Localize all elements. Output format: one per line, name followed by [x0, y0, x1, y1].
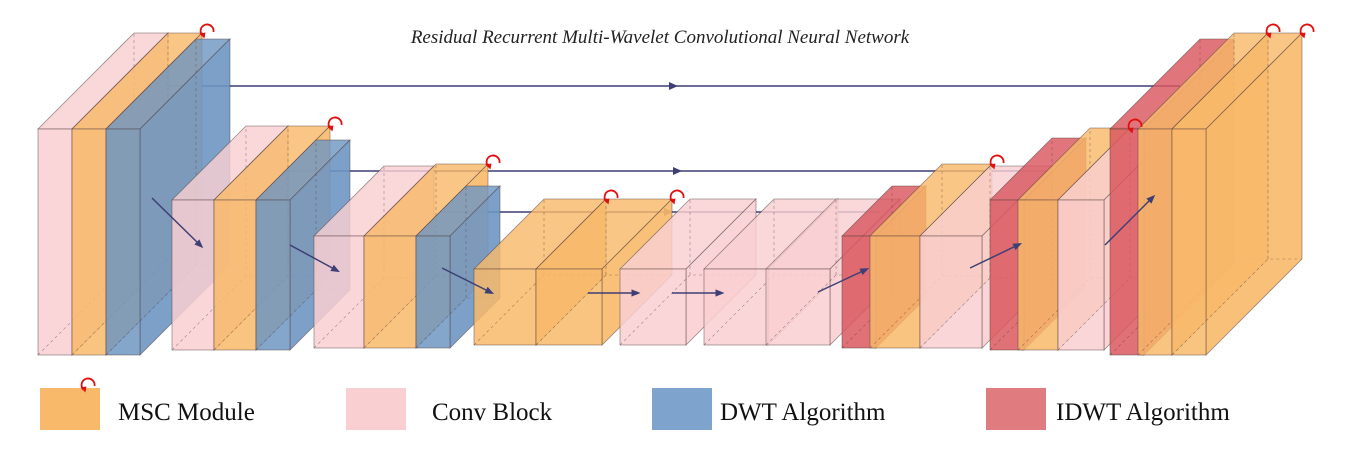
- flow-arrow-7: [969, 243, 1023, 269]
- recurrent-loop-icon: [1265, 23, 1281, 39]
- legend-label-msc: MSC Module: [118, 399, 255, 426]
- legend: MSC Module Conv Block DWT Algorithm IDWT…: [40, 377, 1230, 430]
- flow-arrow-8: [1104, 194, 1156, 246]
- recurrent-loop-icon: [1127, 118, 1143, 134]
- legend-swatch-idwt: [986, 388, 1046, 430]
- recurrent-loop-glyph: [80, 377, 96, 393]
- legend-label-idwt: IDWT Algorithm: [1056, 399, 1230, 426]
- legend-label-dwt: DWT Algorithm: [720, 399, 886, 426]
- layer-msc-23: [1171, 32, 1303, 356]
- skip-connection-1: [150, 82, 1180, 90]
- legend-swatch-conv: [346, 388, 406, 430]
- flow-arrow-1: [151, 197, 204, 249]
- legend-label-conv: Conv Block: [432, 399, 553, 426]
- recurrent-loop-icon: [485, 154, 501, 170]
- legend-item-idwt: IDWT Algorithm: [986, 388, 1230, 430]
- diagram-title: Residual Recurrent Multi-Wavelet Convolu…: [410, 27, 910, 48]
- flow-arrow-6: [817, 268, 870, 293]
- recurrent-loop-icon: [199, 23, 215, 39]
- legend-item-dwt: DWT Algorithm: [652, 388, 886, 430]
- legend-item-msc: MSC Module: [40, 377, 255, 430]
- recurrent-loop-icon: [327, 116, 343, 132]
- flow-arrows: [151, 194, 1156, 297]
- legend-swatch-dwt: [652, 388, 712, 430]
- flow-arrow-3: [441, 267, 495, 295]
- recurrent-loop-icon: [80, 377, 96, 393]
- recurrent-loop-icon: [989, 154, 1005, 170]
- encoder-decoder-layers: [37, 32, 1303, 356]
- flow-arrow-2: [289, 244, 340, 273]
- legend-item-conv: Conv Block: [346, 388, 553, 430]
- recurrent-loops: [199, 23, 1315, 205]
- recurrent-loop-icon: [603, 189, 619, 205]
- legend-swatch-msc: [40, 388, 100, 430]
- recurrent-loop-icon: [669, 189, 685, 205]
- recurrent-loop-icon: [1299, 23, 1315, 39]
